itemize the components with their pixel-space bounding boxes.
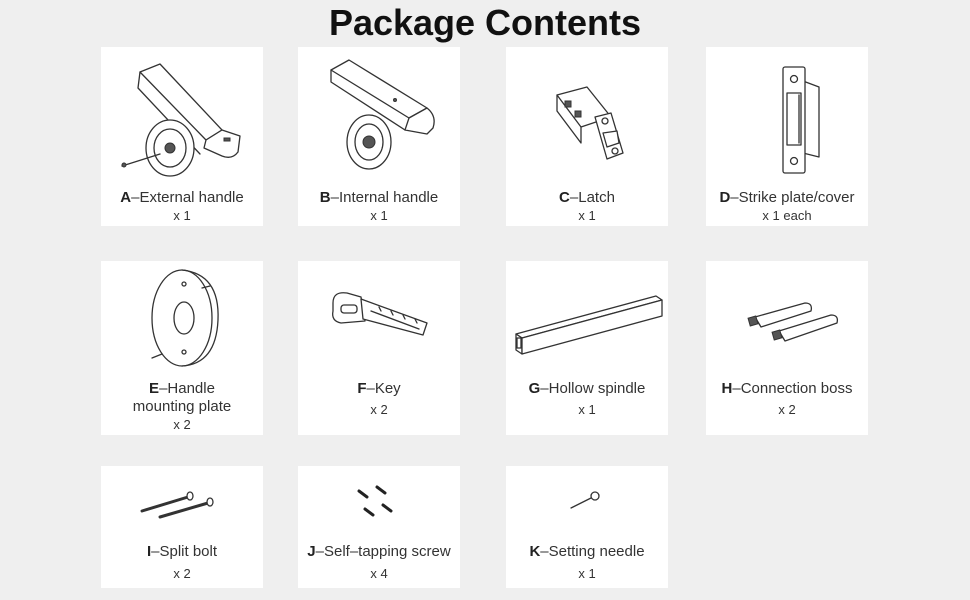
setting-needle-illustration: [506, 466, 668, 536]
external-handle-illustration: [101, 47, 263, 187]
page-title: Package Contents: [328, 2, 642, 43]
item-name: –Handle: [159, 380, 215, 397]
item-label: G–Hollow spindle: [506, 380, 668, 398]
item-letter: I: [146, 543, 152, 560]
item-label: J–Self–tapping screw: [298, 543, 460, 561]
hollow-spindle-illustration: [506, 261, 668, 373]
self-tapping-screw-illustration: [298, 466, 460, 536]
item-card-j: J–Self–tapping screw x 4: [298, 466, 460, 588]
item-card-i: I–Split bolt x 2: [101, 466, 263, 588]
item-name: –Connection boss: [732, 380, 853, 397]
item-letter: D: [719, 189, 731, 206]
strike-plate-illustration: [706, 47, 868, 187]
internal-handle-illustration: [298, 47, 460, 187]
item-label: D–Strike plate/cover: [706, 189, 868, 207]
item-label: H–Connection boss: [706, 380, 868, 398]
connection-boss-illustration: [706, 261, 868, 373]
item-letter: H: [721, 380, 733, 397]
item-name: –Setting needle: [540, 543, 645, 560]
item-letter: A: [120, 189, 132, 206]
item-label: I–Split bolt: [101, 543, 263, 561]
item-card-g: G–Hollow spindle x 1: [506, 261, 668, 435]
item-name: –Strike plate/cover: [730, 189, 855, 206]
item-name: –Split bolt: [151, 543, 218, 560]
item-label: C–Latch: [506, 189, 668, 207]
item-name: –Internal handle: [330, 189, 439, 206]
item-label: E–Handle: [101, 380, 263, 398]
item-letter: K: [529, 543, 541, 560]
item-letter: E: [149, 380, 160, 397]
item-card-c: C–Latch x 1: [506, 47, 668, 226]
latch-illustration: [506, 47, 668, 187]
item-label: F–Key: [298, 380, 460, 398]
item-letter: J: [307, 543, 316, 560]
item-qty: x 1: [578, 208, 596, 223]
item-name: –Key: [366, 380, 401, 397]
item-name: –Hollow spindle: [540, 380, 646, 397]
item-qty: x 1: [370, 208, 388, 223]
item-name: –Latch: [569, 189, 615, 206]
item-qty: x 2: [173, 566, 191, 581]
item-label: K–Setting needle: [506, 543, 668, 561]
item-letter: B: [319, 189, 331, 206]
item-label: B–Internal handle: [298, 189, 460, 207]
item-card-a: A–External handle x 1: [101, 47, 263, 226]
item-card-k: K–Setting needle x 1: [506, 466, 668, 588]
item-qty: x 2: [173, 417, 191, 432]
item-name: –Self–tapping screw: [315, 543, 451, 560]
item-card-b: B–Internal handle x 1: [298, 47, 460, 226]
item-qty: x 1: [578, 566, 596, 581]
key-illustration: [298, 261, 460, 373]
item-card-f: F–Key x 2: [298, 261, 460, 435]
item-name: –External handle: [131, 189, 244, 206]
item-qty: x 2: [370, 402, 388, 417]
mounting-plate-illustration: [101, 261, 263, 373]
item-card-h: H–Connection boss x 2: [706, 261, 868, 435]
item-label-line2: mounting plate: [132, 398, 232, 415]
item-label: A–External handle: [101, 189, 263, 207]
split-bolt-illustration: [101, 466, 263, 536]
item-qty: x 2: [778, 402, 796, 417]
item-letter: G: [528, 380, 541, 397]
item-qty: x 1 each: [762, 208, 812, 223]
item-qty: x 1: [173, 208, 191, 223]
item-card-d: D–Strike plate/cover x 1 each: [706, 47, 868, 226]
item-qty: x 4: [370, 566, 388, 581]
item-letter: F: [357, 380, 367, 397]
item-card-e: E–Handle mounting plate x 2: [101, 261, 263, 435]
item-letter: C: [559, 189, 570, 206]
item-qty: x 1: [578, 402, 596, 417]
